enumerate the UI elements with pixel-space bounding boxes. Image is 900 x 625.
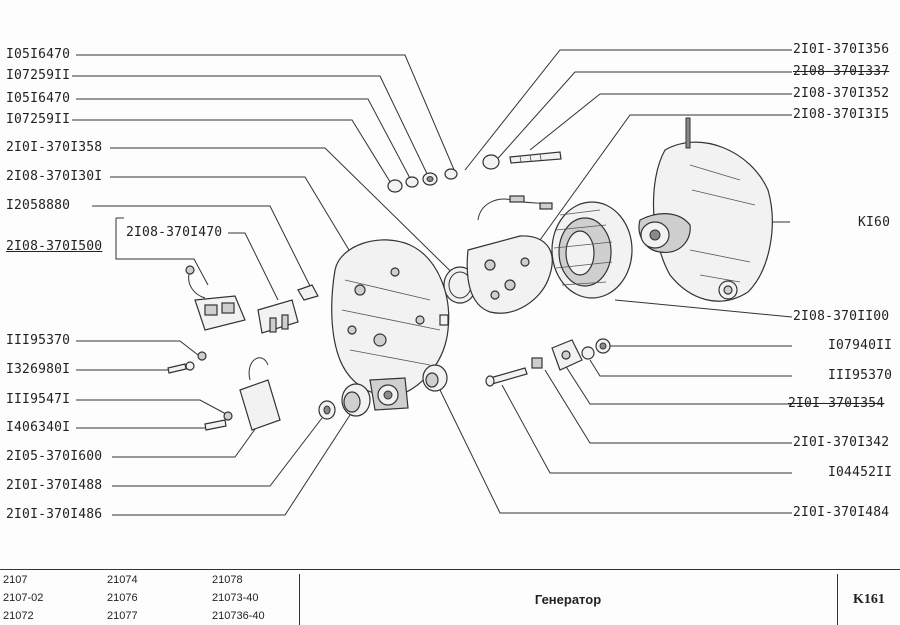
- part-label: 2I08-370II00: [793, 309, 890, 324]
- part-label: 2I08-370I352: [793, 86, 890, 101]
- model-code: 2107: [3, 574, 28, 586]
- capacitor: [204, 357, 281, 431]
- rear-housing: [331, 239, 450, 411]
- terminal-parts: [485, 338, 611, 387]
- footer: 2107 21074 21078 2107-02 21076 21073-40 …: [0, 569, 900, 625]
- rectifier-wiring: [443, 195, 553, 314]
- leader-lines-right: [439, 49, 793, 514]
- part-label: I04452II: [828, 465, 893, 480]
- part-label: 2I0I-370I342: [793, 435, 890, 450]
- exploded-diagram: I05I6470 I07259II I05I6470 I07259II 2I0I…: [6, 42, 893, 522]
- model-code: 210736-40: [212, 610, 265, 622]
- divider: [837, 574, 838, 625]
- model-code: 2107-02: [3, 592, 44, 604]
- part-label: 2I08-370I500: [6, 239, 103, 254]
- part-label: 2I0I-370I358: [6, 140, 103, 155]
- part-label: KI60: [858, 215, 891, 230]
- part-label: 2I05-370I600: [6, 449, 103, 464]
- part-label: 2I0I-370I354: [788, 396, 885, 411]
- brush-holder: [185, 265, 319, 334]
- nuts-washers: [387, 151, 562, 193]
- part-label: 2I0I-370I484: [793, 505, 890, 520]
- part-label: 2I0I-370I356: [793, 42, 890, 57]
- part-label: I07259II: [6, 68, 71, 83]
- model-code: 21077: [107, 610, 138, 622]
- part-label: I326980I: [6, 362, 71, 377]
- model-code: 21073-40: [212, 592, 259, 604]
- part-label: I2058880: [6, 198, 71, 213]
- bearings: [318, 364, 448, 420]
- model-code: 21076: [107, 592, 138, 604]
- part-label: III95370: [828, 368, 893, 383]
- part-label: III9547I: [6, 392, 71, 407]
- model-code: 21072: [3, 610, 34, 622]
- front-cover: [638, 117, 773, 302]
- leader-lines-left: [72, 54, 486, 516]
- part-label: 2I08-370I470: [126, 225, 223, 240]
- model-code: 21078: [212, 574, 243, 586]
- part-label: I07940II: [828, 338, 893, 353]
- part-label: I05I6470: [6, 47, 71, 62]
- model-code: 21074: [107, 574, 138, 586]
- page-code: K161: [853, 592, 885, 607]
- part-label: III95370: [6, 333, 71, 348]
- diagram-drawing: [72, 49, 793, 516]
- part-label: 2I08-370I3I5: [793, 107, 890, 122]
- divider: [299, 574, 300, 625]
- part-label: 2I0I-370I488: [6, 478, 103, 493]
- stator: [551, 201, 633, 299]
- part-label: 2I08-370I30I: [6, 169, 103, 184]
- part-label: 2I08-370I337: [793, 64, 890, 79]
- small-screws: [167, 351, 207, 374]
- part-label: 2I0I-370I486: [6, 507, 103, 522]
- part-label: I05I6470: [6, 91, 71, 106]
- part-label: I406340I: [6, 420, 71, 435]
- part-label: I07259II: [6, 112, 71, 127]
- page-title: Генератор: [534, 592, 602, 607]
